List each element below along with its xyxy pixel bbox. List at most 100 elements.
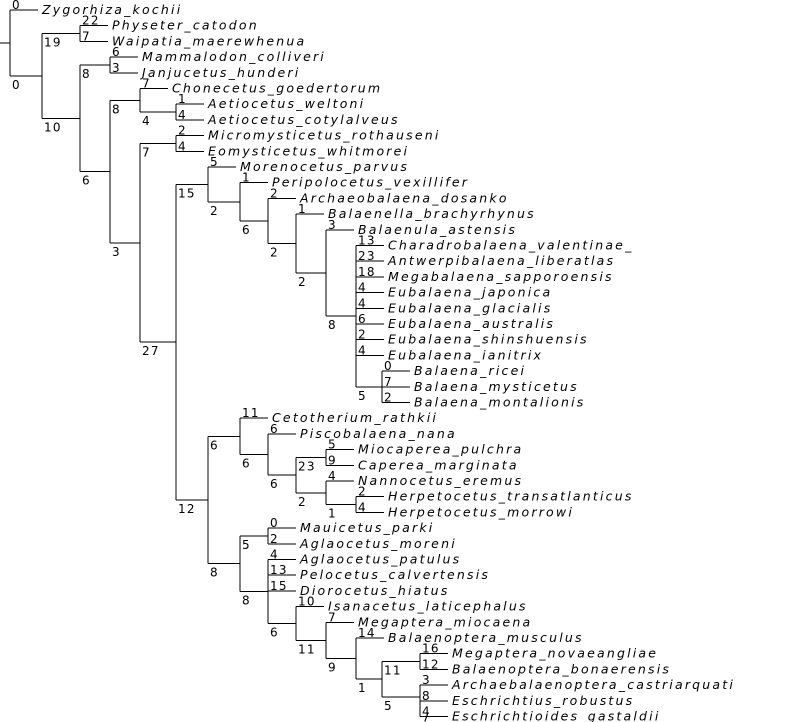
branch-length-label: 4: [422, 705, 431, 719]
branch-length-label: 10: [298, 595, 316, 609]
branch-length-label: 9: [328, 453, 337, 467]
branch-length-label: 7: [142, 145, 151, 159]
taxon-label: Aglaocetus_patulus: [299, 552, 461, 567]
branch-length-label: 10: [44, 120, 62, 134]
branch-length-label: 2: [384, 391, 393, 405]
branch-length-label: 1: [178, 92, 187, 106]
taxon-label: Nannocetus_eremus: [358, 473, 523, 488]
taxon-label: Megaptera_miocaena: [358, 614, 532, 629]
taxon-label: Micromysticetus_rothauseni: [208, 128, 441, 143]
branch-length-label: 11: [298, 642, 316, 656]
branch-length-label: 1: [242, 171, 251, 185]
taxon-label: Diorocetus_hiatus: [300, 583, 449, 598]
branch-length-label: 8: [328, 318, 337, 332]
branch-length-label: 9: [328, 661, 337, 675]
branch-length-label: 2: [298, 275, 307, 289]
taxon-label: Pelocetus_calvertensis: [300, 567, 490, 582]
branch-length-label: 8: [210, 566, 219, 580]
taxon-label: Eubalaena_shinshuensis: [388, 332, 589, 347]
branch-length-label: 6: [210, 438, 219, 452]
branch-length-label: 15: [178, 186, 196, 200]
taxon-label: Peripolocetus_vexillifer: [272, 175, 469, 190]
taxon-label: Mammalodon_colliveri: [142, 49, 326, 64]
branch-length-label: 5: [358, 389, 367, 403]
branch-length-label: 12: [178, 502, 196, 516]
branch-length-label: 23: [358, 249, 376, 263]
branch-length-label: 0: [12, 0, 21, 12]
taxon-label: Cetotherium_rathkii: [272, 410, 438, 425]
branch-length-label: 6: [270, 422, 279, 436]
branch-length-label: 13: [358, 234, 376, 248]
taxon-label: Aetiocetus_cotylalveus: [207, 112, 400, 127]
branch-length-label: 14: [358, 626, 376, 640]
branch-length-label: 18: [358, 265, 376, 279]
taxon-label: Eubalaena_japonica: [388, 285, 552, 300]
branch-length-label: 8: [112, 102, 121, 116]
branch-length-label: 5: [384, 699, 393, 713]
taxon-label: Aetiocetus_weltoni: [207, 96, 365, 111]
taxon-label: Balaenoptera_musculus: [388, 630, 584, 645]
branch-length-label: 6: [270, 626, 279, 640]
taxon-label: Balaenoptera_bonaerensis: [452, 661, 671, 676]
branch-length-label: 4: [328, 469, 337, 483]
taxon-label: Eschrichtioides_gastaldii: [452, 709, 661, 722]
branch-length-label: 2: [210, 204, 219, 218]
taxon-label: Balaena_mysticetus: [414, 379, 579, 394]
branch-length-label: 12: [422, 657, 440, 671]
branch-length-label: 4: [178, 108, 187, 122]
taxon-label: Chonecetus_goedertorum: [172, 81, 382, 96]
branch-length-label: 8: [242, 594, 251, 608]
branch-length-label: 4: [358, 281, 367, 295]
branch-length-label: 6: [112, 45, 121, 59]
branch-length-label: 1: [298, 202, 307, 216]
branch-length-label: 5: [242, 538, 251, 552]
taxon-label: Eubalaena_ianitrix: [388, 347, 543, 362]
branch-length-label: 13: [270, 563, 288, 577]
branch-length-label: 2: [270, 532, 279, 546]
branch-length-label: 7: [384, 375, 393, 389]
branch-length-label: 2: [298, 495, 307, 509]
taxon-label: Antwerpibalaena_liberatlas: [387, 253, 615, 268]
taxon-label: Eubalaena_glacialis: [388, 300, 552, 315]
branch-length-label: 15: [270, 579, 288, 593]
taxon-label: Eubalaena_australis: [388, 316, 555, 331]
branch-length-label: 1: [328, 507, 337, 521]
branch-length-label: 11: [384, 664, 402, 678]
taxon-label: Physeter_catodon: [112, 18, 259, 33]
branch-length-label: 8: [82, 67, 91, 81]
branch-length-label: 23: [298, 459, 316, 473]
branch-length-label: 3: [328, 218, 337, 232]
taxon-label: Caperea_marginata: [358, 457, 519, 472]
branch-length-label: 2: [270, 246, 279, 260]
branch-length-label: 8: [422, 689, 431, 703]
branch-length-label: 0: [12, 78, 21, 92]
taxon-label: Aglaocetus_moreni: [299, 536, 457, 551]
branch-length-label: 7: [82, 29, 91, 43]
branch-length-label: 22: [82, 14, 100, 28]
taxon-label: Zygorhiza_kochii: [41, 2, 182, 17]
branch-length-label: 16: [422, 642, 440, 656]
branch-length-label: 0: [384, 359, 393, 373]
branch-length-label: 4: [358, 343, 367, 357]
branch-length-label: 7: [142, 77, 151, 91]
taxon-label: Balaena_montalionis: [414, 395, 586, 410]
taxon-label: Charadrobalaena_valentinae_: [388, 238, 634, 253]
branch-length-label: 4: [270, 548, 279, 562]
branch-length-label: 1: [358, 681, 367, 695]
taxon-label: Eomysticetus_whitmorei: [208, 143, 409, 158]
branch-length-label: 27: [142, 344, 160, 358]
branch-length-label: 4: [142, 114, 151, 128]
branch-length-label: 6: [242, 457, 251, 471]
branch-length-label: 3: [422, 673, 431, 687]
taxon-label: Waipatia_maerewhenua: [112, 33, 306, 48]
taxon-label: Balaenula_astensis: [358, 222, 517, 237]
taxon-label: Morenocetus_parvus: [240, 159, 409, 174]
branch-length-label: 6: [270, 477, 279, 491]
taxon-label: Archaebalaenoptera_castriarquati: [451, 677, 735, 692]
branch-length-label: 2: [178, 124, 187, 138]
taxon-label: Megabalaena_sapporoensis: [388, 269, 614, 284]
taxon-label: Herpetocetus_transatlanticus: [388, 489, 634, 504]
branch-length-label: 6: [82, 174, 91, 188]
branch-length-label: 2: [358, 485, 367, 499]
